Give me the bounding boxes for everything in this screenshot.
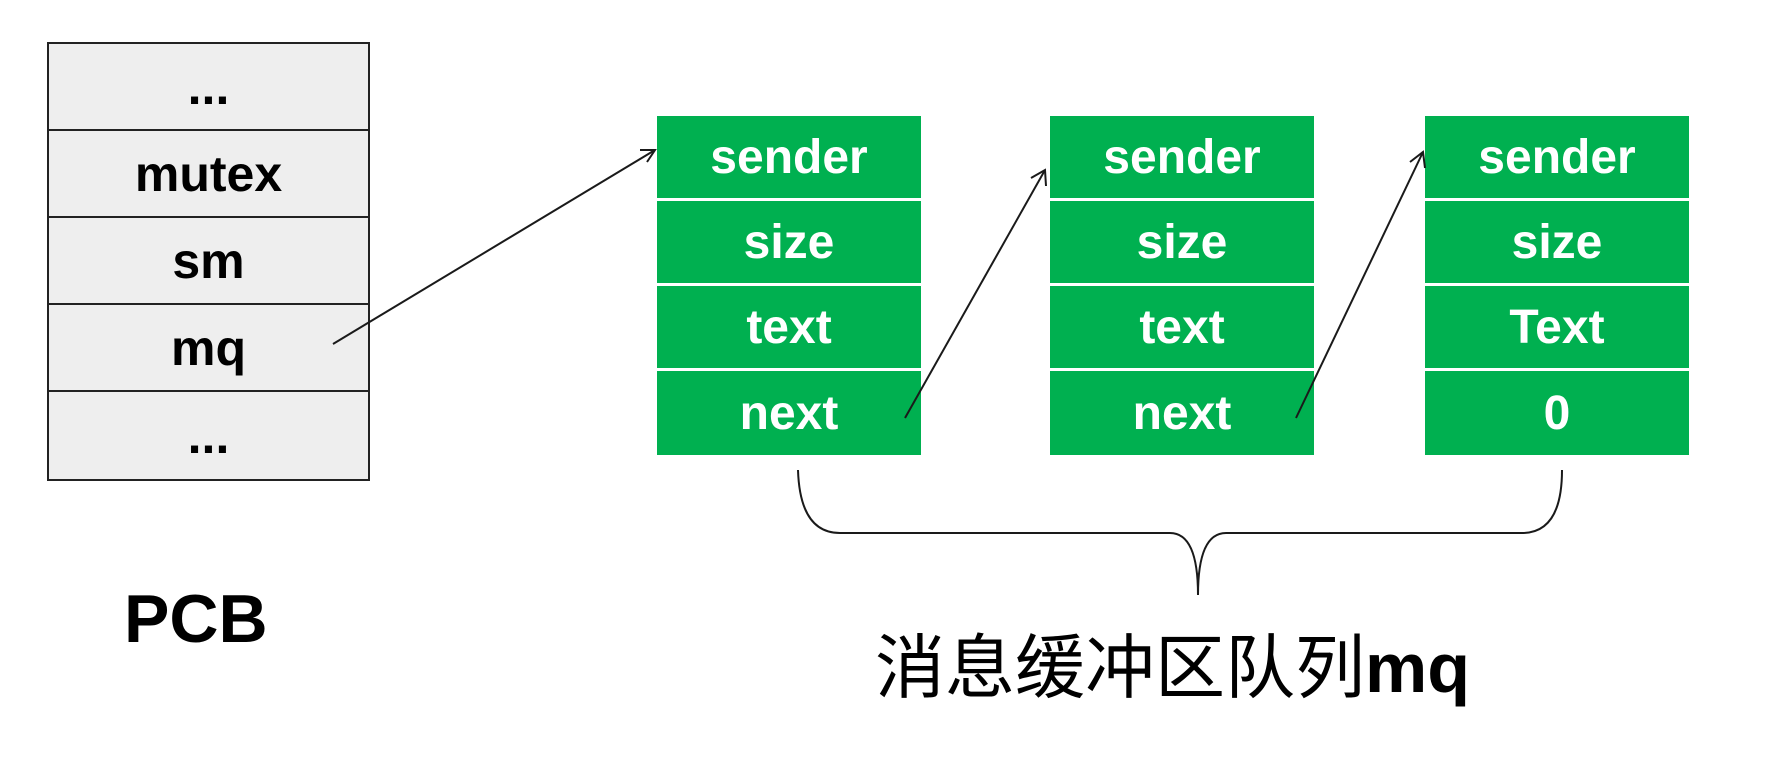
- queue-caption: 消息缓冲区队列mq: [875, 612, 1470, 713]
- queue-caption-chinese: 消息缓冲区队列: [875, 627, 1365, 709]
- pcb-label: PCB: [124, 581, 268, 657]
- message-node-3: sender size Text 0: [1425, 116, 1689, 455]
- pointer-arrow-pcb-to-node-1: [332, 149, 656, 345]
- pointer-arrow-node-1-to-node-2: [904, 169, 1046, 419]
- queue-caption-latin: mq: [1365, 629, 1470, 707]
- node-1-sender: sender: [657, 116, 921, 201]
- queue-brace: [797, 469, 1563, 596]
- pcb-field-sm: sm: [49, 218, 368, 305]
- arrowhead-node-3: [1409, 150, 1426, 169]
- node-3-sender: sender: [1425, 116, 1689, 201]
- message-node-1: sender size text next: [657, 116, 921, 455]
- node-3-next-null: 0: [1425, 371, 1689, 455]
- node-2-sender: sender: [1050, 116, 1314, 201]
- pcb-field-ellipsis-bottom: ...: [49, 392, 368, 479]
- node-1-text: text: [657, 286, 921, 371]
- node-2-size: size: [1050, 201, 1314, 286]
- node-1-size: size: [657, 201, 921, 286]
- pcb-field-ellipsis-top: ...: [49, 44, 368, 131]
- node-3-size: size: [1425, 201, 1689, 286]
- arrowhead-node-1: [640, 149, 657, 163]
- arrowhead-node-2: [1030, 168, 1047, 187]
- message-node-2: sender size text next: [1050, 116, 1314, 455]
- pointer-arrow-node-2-to-node-3: [1295, 151, 1424, 419]
- node-3-text: Text: [1425, 286, 1689, 371]
- node-1-next: next: [657, 371, 921, 455]
- pcb-field-mq: mq: [49, 305, 368, 392]
- node-2-next: next: [1050, 371, 1314, 455]
- pcb-table: ... mutex sm mq ...: [47, 42, 370, 481]
- pcb-field-mutex: mutex: [49, 131, 368, 218]
- node-2-text: text: [1050, 286, 1314, 371]
